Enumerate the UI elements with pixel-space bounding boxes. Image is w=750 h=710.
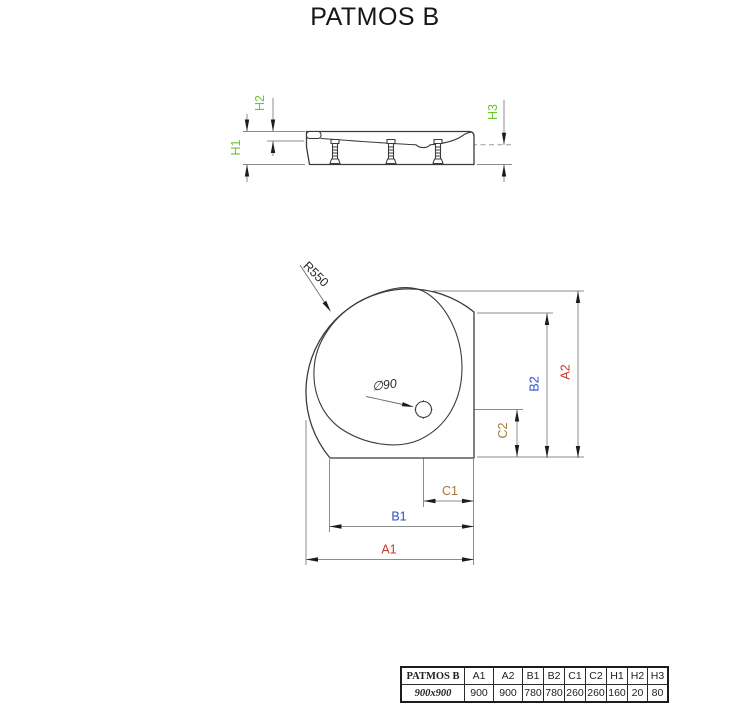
drain bbox=[414, 400, 433, 419]
table-product-name: PATMOS B bbox=[400, 666, 465, 685]
table-header-h1: H1 bbox=[606, 666, 628, 685]
label-a2: A2 bbox=[559, 364, 573, 379]
side-extension-lines bbox=[243, 131, 512, 165]
table-value-b2: 780 bbox=[543, 684, 565, 703]
label-h1: H1 bbox=[229, 139, 243, 155]
basin-outline bbox=[313, 287, 463, 446]
label-h2: H2 bbox=[253, 95, 267, 111]
table-header-h2: H2 bbox=[627, 666, 648, 685]
label-h3: H3 bbox=[486, 104, 500, 120]
drain-circle bbox=[414, 400, 433, 419]
table-value-h2: 20 bbox=[627, 684, 648, 703]
table-value-h1: 160 bbox=[606, 684, 628, 703]
table-value-c1: 260 bbox=[564, 684, 586, 703]
table-value-a1: 900 bbox=[464, 684, 494, 703]
dimension-c2: C2 bbox=[496, 409, 520, 457]
dimension-a2: A2 bbox=[559, 291, 581, 458]
label-drain-diameter: ∅90 bbox=[371, 376, 398, 393]
foot bbox=[329, 138, 341, 165]
radius-annotation: R550 bbox=[299, 259, 331, 312]
label-b1: B1 bbox=[391, 510, 406, 524]
table-value-h3: 80 bbox=[647, 684, 669, 703]
dimension-b2: B2 bbox=[528, 313, 550, 458]
top-extension-lines bbox=[305, 290, 584, 565]
table-value-b1: 780 bbox=[522, 684, 544, 703]
dimension-h2: H2 bbox=[253, 95, 276, 156]
tray-top-outline bbox=[305, 288, 475, 459]
foot bbox=[432, 138, 444, 165]
table-header-h3: H3 bbox=[647, 666, 669, 685]
dimensions-table: PATMOS B A1 A2 B1 B2 C1 C2 H1 H2 H3 900x… bbox=[400, 666, 669, 703]
table-header-a2: A2 bbox=[493, 666, 523, 685]
table-value-a2: 900 bbox=[493, 684, 523, 703]
side-view: H1 H2 H3 bbox=[229, 95, 512, 182]
table-header-b2: B2 bbox=[543, 666, 565, 685]
table-value-c2: 260 bbox=[585, 684, 607, 703]
table-header-a1: A1 bbox=[464, 666, 494, 685]
dimension-a1: A1 bbox=[306, 543, 474, 562]
label-r550: R550 bbox=[300, 259, 331, 290]
label-a1: A1 bbox=[381, 543, 396, 557]
label-c1: C1 bbox=[442, 484, 458, 498]
rim-lip bbox=[305, 130, 322, 140]
table-header-row: PATMOS B A1 A2 B1 B2 C1 C2 H1 H2 H3 bbox=[400, 666, 669, 685]
basin-floor-profile bbox=[320, 131, 472, 149]
label-c2: C2 bbox=[496, 422, 510, 438]
drain-diameter-annotation: ∅90 bbox=[365, 376, 414, 407]
foot bbox=[385, 138, 397, 165]
dimension-h1: H1 bbox=[229, 114, 250, 182]
dimension-c1: C1 bbox=[423, 484, 474, 504]
table-value-row: 900x900 900 900 780 780 260 260 160 20 8… bbox=[400, 684, 669, 703]
page-title: PATMOS B bbox=[310, 3, 440, 31]
dimension-b1: B1 bbox=[329, 510, 474, 529]
table-size: 900x900 bbox=[400, 684, 465, 703]
label-b2: B2 bbox=[528, 376, 542, 391]
table-header-c2: C2 bbox=[585, 666, 607, 685]
dimension-h3: H3 bbox=[486, 100, 507, 182]
table-header-c1: C1 bbox=[564, 666, 586, 685]
top-view: R550 ∅90 A2 B2 bbox=[299, 259, 584, 565]
table-header-b1: B1 bbox=[522, 666, 544, 685]
